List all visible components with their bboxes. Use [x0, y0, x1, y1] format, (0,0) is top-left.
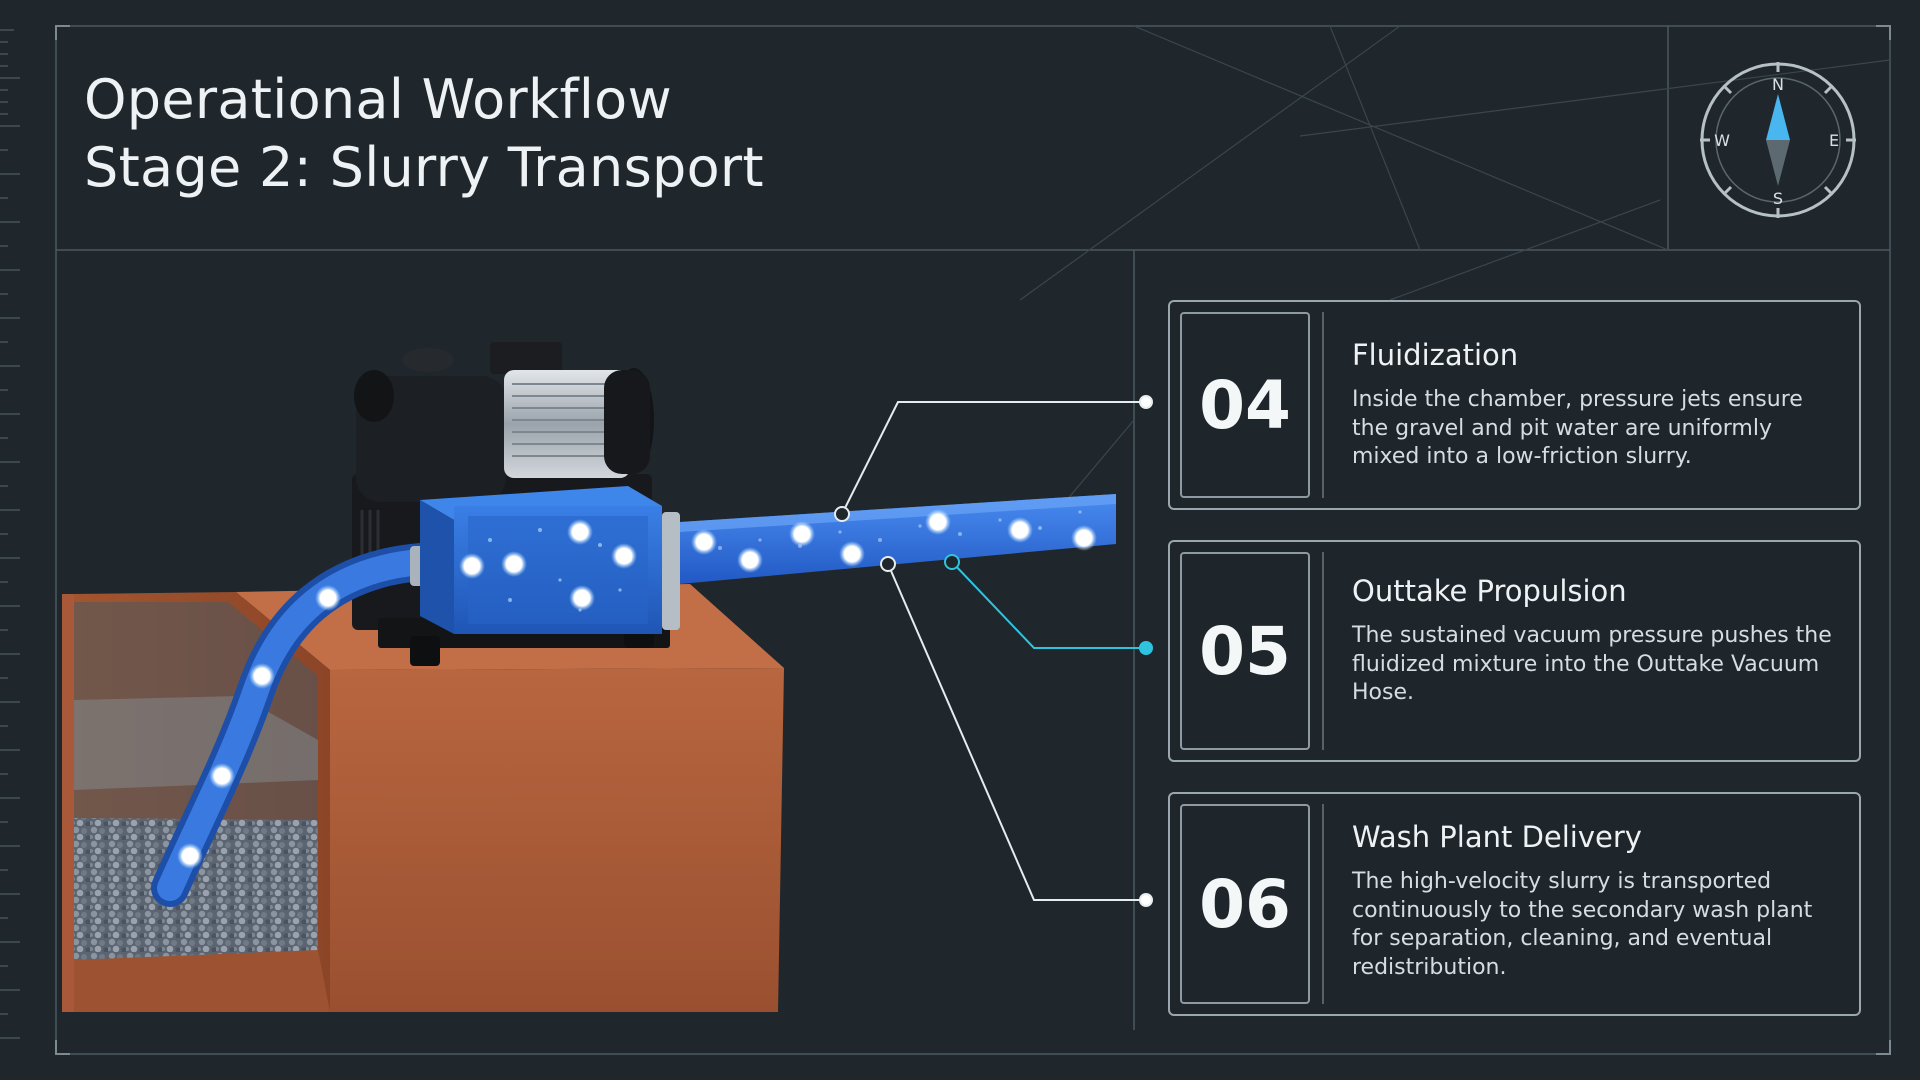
edge-ruler — [0, 29, 20, 1039]
step-description: Inside the chamber, pressure jets ensure… — [1352, 387, 1803, 469]
step-card-05: 05 Outtake Propulsion The sustained vacu… — [1168, 540, 1861, 762]
step-number-box: 05 — [1180, 552, 1310, 750]
step-title: Wash Plant Delivery — [1352, 820, 1642, 854]
slurry-particles — [177, 509, 1097, 869]
step-number: 05 — [1199, 612, 1291, 690]
step-content: Fluidization Inside the chamber, pressur… — [1352, 338, 1839, 472]
title-line-2: Stage 2: Slurry Transport — [84, 136, 764, 199]
leader-line-06 — [880, 556, 1153, 907]
card-divider — [1322, 312, 1324, 498]
step-title: Fluidization — [1352, 338, 1519, 372]
compass-s: S — [1773, 189, 1783, 208]
leader-line-05 — [944, 554, 1153, 655]
compass-icon: N S E W — [1696, 58, 1860, 222]
title-line-1: Operational Workflow — [84, 68, 672, 131]
step-description: The high-velocity slurry is transported … — [1352, 869, 1813, 980]
step-card-06: 06 Wash Plant Delivery The high-velocity… — [1168, 792, 1861, 1016]
step-number: 04 — [1199, 366, 1291, 444]
step-content: Outtake Propulsion The sustained vacuum … — [1352, 574, 1839, 708]
step-number-box: 06 — [1180, 804, 1310, 1004]
card-divider — [1322, 804, 1324, 1004]
mixing-chamber — [420, 486, 680, 634]
step-title: Outtake Propulsion — [1352, 574, 1627, 608]
page-title: Operational Workflow Stage 2: Slurry Tra… — [84, 66, 764, 202]
compass-n: N — [1772, 75, 1784, 94]
card-divider — [1322, 552, 1324, 750]
construction-lines — [1019, 25, 1891, 521]
step-number: 06 — [1199, 865, 1291, 943]
step-number-box: 04 — [1180, 312, 1310, 498]
leader-line-04 — [834, 395, 1153, 522]
step-card-04: 04 Fluidization Inside the chamber, pres… — [1168, 300, 1861, 510]
step-content: Wash Plant Delivery The high-velocity sl… — [1352, 820, 1839, 982]
step-description: The sustained vacuum pressure pushes the… — [1352, 623, 1832, 705]
compass-w: W — [1714, 131, 1730, 150]
compass-e: E — [1829, 131, 1839, 150]
frame-corners — [55, 25, 1891, 1055]
